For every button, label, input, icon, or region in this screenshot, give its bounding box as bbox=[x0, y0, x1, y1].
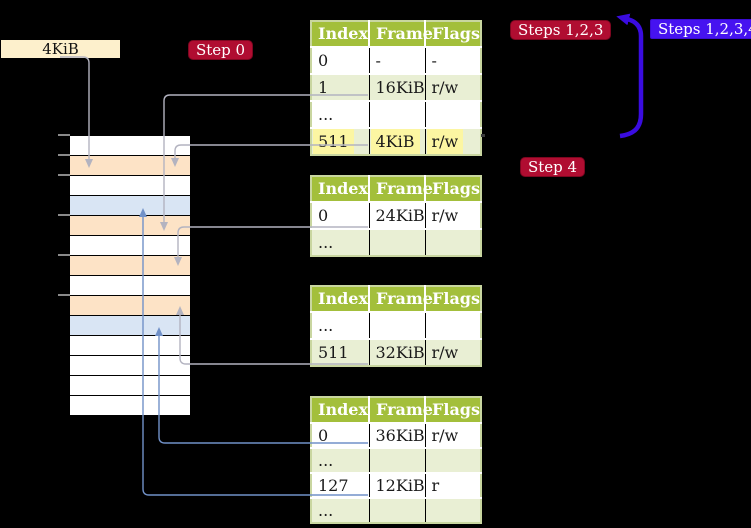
memory-tick bbox=[58, 294, 70, 296]
flags-cell: - bbox=[425, 46, 481, 74]
col-header-frame: Frame bbox=[369, 21, 433, 47]
table-row-highlighted: 511 4KiB r/w bbox=[311, 127, 481, 155]
index-cell: ... bbox=[311, 311, 370, 339]
steps123-badge: Steps 1,2,3 bbox=[510, 20, 612, 40]
index-cell: 0 bbox=[311, 422, 370, 448]
flags-cell: r bbox=[425, 472, 481, 498]
frame-cell bbox=[369, 228, 426, 256]
index-cell: ... bbox=[311, 228, 370, 256]
col-header-frame: Frame bbox=[369, 176, 433, 202]
table-row: 0 36KiB r/w bbox=[311, 422, 481, 448]
flags-cell: r/w bbox=[425, 201, 481, 229]
table-row: 1 16KiB r/w bbox=[311, 73, 481, 101]
memory-frame-row bbox=[70, 356, 190, 376]
index-cell: 0 bbox=[311, 46, 370, 74]
col-header-index: Index bbox=[311, 286, 370, 312]
memory-frame-row bbox=[70, 296, 190, 316]
memory-frame-row bbox=[70, 276, 190, 296]
flags-cell bbox=[425, 447, 481, 473]
col-header-index: Index bbox=[311, 397, 370, 423]
flags-cell bbox=[425, 228, 481, 256]
frame-cell: 24KiB bbox=[369, 201, 426, 229]
physical-memory-stack bbox=[70, 135, 190, 417]
col-header-flags: Flags bbox=[425, 397, 481, 423]
col-header-frame: Frame bbox=[369, 397, 433, 423]
page-table-1: Index Frame Flags 0 - - 1 16KiB r/w ... … bbox=[310, 20, 482, 156]
flags-cell bbox=[425, 100, 481, 128]
table-row: 0 24KiB r/w bbox=[311, 201, 481, 229]
frame-cell bbox=[369, 447, 426, 473]
col-header-flags: Flags bbox=[425, 21, 481, 47]
frame-cell bbox=[369, 497, 426, 523]
col-header-flags: Flags bbox=[425, 286, 481, 312]
table-row: ... bbox=[311, 311, 481, 339]
col-header-index: Index bbox=[311, 21, 370, 47]
table-header-row: Index Frame Flags bbox=[311, 21, 481, 47]
highlight: 511 bbox=[313, 130, 354, 154]
col-header-flags: Flags bbox=[425, 176, 481, 202]
memory-frame-row bbox=[70, 176, 190, 196]
index-cell: ... bbox=[311, 100, 370, 128]
table-row: ... bbox=[311, 100, 481, 128]
memory-tick bbox=[58, 214, 70, 216]
memory-frame-row bbox=[70, 236, 190, 256]
step0-badge: Step 0 bbox=[188, 40, 254, 60]
highlight: r/w bbox=[426, 130, 464, 154]
memory-tick bbox=[58, 154, 70, 156]
memory-frame-row bbox=[70, 396, 190, 416]
memory-frame-row bbox=[70, 336, 190, 356]
memory-frame-row bbox=[70, 196, 190, 216]
memory-frame-row bbox=[70, 216, 190, 236]
flags-cell bbox=[425, 311, 481, 339]
frame-cell: 4KiB bbox=[369, 127, 426, 155]
memory-frame-row bbox=[70, 156, 190, 176]
index-cell: ... bbox=[311, 497, 370, 523]
highlight: 4KiB bbox=[370, 130, 420, 154]
table-row: ... bbox=[311, 497, 481, 523]
frame-cell bbox=[369, 311, 426, 339]
index-cell: 127 bbox=[311, 472, 370, 498]
flags-cell bbox=[425, 497, 481, 523]
col-header-frame: Frame bbox=[369, 286, 433, 312]
memory-tick bbox=[58, 134, 70, 136]
index-cell: 1 bbox=[311, 73, 370, 101]
memory-frame-row bbox=[70, 256, 190, 276]
frame-cell: 12KiB bbox=[369, 472, 426, 498]
flags-cell: r/w bbox=[425, 73, 481, 101]
frame-cell: 16KiB bbox=[369, 73, 426, 101]
frame-cell: 36KiB bbox=[369, 422, 426, 448]
table-row: 127 12KiB r bbox=[311, 472, 481, 498]
index-cell: 0 bbox=[311, 201, 370, 229]
memory-frame-row bbox=[70, 136, 190, 156]
table-row: 0 - - bbox=[311, 46, 481, 74]
frame-size-label: 4KiB bbox=[1, 40, 120, 58]
page-table-4: Index Frame Flags 0 36KiB r/w ... 127 12… bbox=[310, 396, 482, 524]
table-header-row: Index Frame Flags bbox=[311, 286, 481, 312]
memory-frame-row bbox=[70, 316, 190, 336]
page-table-3: Index Frame Flags ... 511 32KiB r/w bbox=[310, 285, 482, 367]
memory-tick bbox=[58, 254, 70, 256]
frame-cell bbox=[369, 100, 426, 128]
table-row: ... bbox=[311, 228, 481, 256]
frame-cell: 32KiB bbox=[369, 338, 426, 366]
table-row: 511 32KiB r/w bbox=[311, 338, 481, 366]
flags-cell: r/w bbox=[425, 338, 481, 366]
flags-cell: r/w bbox=[425, 127, 481, 155]
page-table-2: Index Frame Flags 0 24KiB r/w ... bbox=[310, 175, 482, 257]
memory-tick bbox=[58, 174, 70, 176]
table-header-row: Index Frame Flags bbox=[311, 176, 481, 202]
index-cell: 511 bbox=[311, 338, 370, 366]
step4-badge: Step 4 bbox=[520, 157, 586, 177]
memory-frame-row bbox=[70, 376, 190, 396]
table-header-row: Index Frame Flags bbox=[311, 397, 481, 423]
frame-cell: - bbox=[369, 46, 426, 74]
recursive-steps-arrow bbox=[616, 13, 644, 139]
steps1234-badge: Steps 1,2,3,4 bbox=[650, 19, 751, 39]
index-cell: ... bbox=[311, 447, 370, 473]
col-header-index: Index bbox=[311, 176, 370, 202]
table-row: ... bbox=[311, 447, 481, 473]
index-cell: 511 bbox=[311, 127, 370, 155]
flags-cell: r/w bbox=[425, 422, 481, 448]
